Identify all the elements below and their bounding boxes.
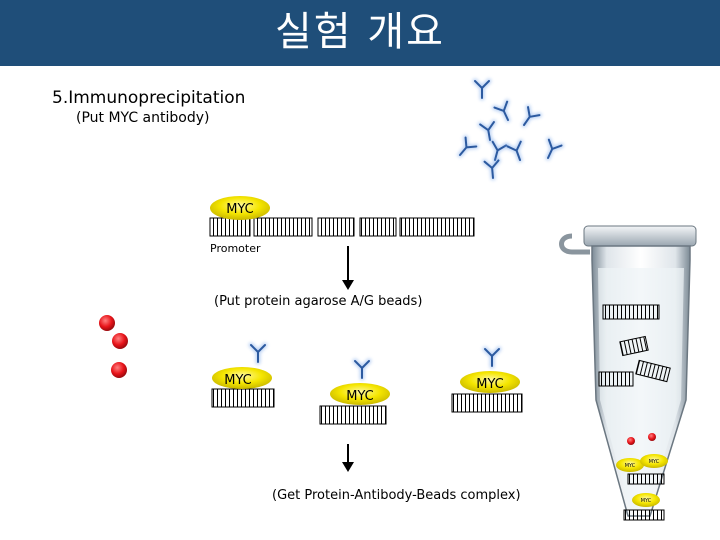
- complex-step-label: (Get Protein-Antibody-Beads complex): [272, 488, 521, 503]
- myc-label: MYC: [476, 377, 504, 392]
- arrow-head: [342, 280, 354, 290]
- page-title: 실험 개요: [275, 9, 445, 55]
- antibody-icon: [518, 107, 539, 129]
- antibody-icon: [485, 160, 500, 178]
- dna-strand-top: [209, 217, 475, 237]
- microcentrifuge-tube-icon: [559, 225, 697, 521]
- antibody-icon: [455, 137, 477, 159]
- agarose-bead: [99, 315, 115, 331]
- myc-label: MYC: [226, 202, 254, 217]
- arrow-head: [342, 462, 354, 472]
- myc-protein: [210, 196, 270, 220]
- title-bar: 실험 개요: [0, 0, 720, 66]
- antibody-icon: [494, 102, 514, 123]
- antibody-icon: [475, 81, 489, 98]
- antibody-icon: [480, 122, 497, 141]
- promoter-label: Promoter: [210, 242, 261, 255]
- antibody-icon: [508, 142, 527, 163]
- tube-myc-label: MYC: [649, 459, 660, 465]
- myc-label: MYC: [346, 389, 374, 404]
- agarose-bead: [111, 362, 127, 378]
- free-antibodies: [455, 81, 562, 179]
- step-subtitle: (Put MYC antibody): [76, 110, 210, 126]
- antibody-icon: [542, 140, 562, 161]
- step-title: 5.Immunoprecipitation: [52, 88, 246, 108]
- complex-2: [319, 361, 390, 425]
- complex-1: [211, 345, 275, 408]
- myc-label: MYC: [224, 373, 252, 388]
- complex-3: [451, 349, 523, 413]
- beads-step-label: (Put protein agarose A/G beads): [214, 294, 422, 309]
- agarose-bead: [112, 333, 128, 349]
- tube-myc-label: MYC: [625, 463, 636, 469]
- tube-myc-label: MYC: [641, 498, 652, 504]
